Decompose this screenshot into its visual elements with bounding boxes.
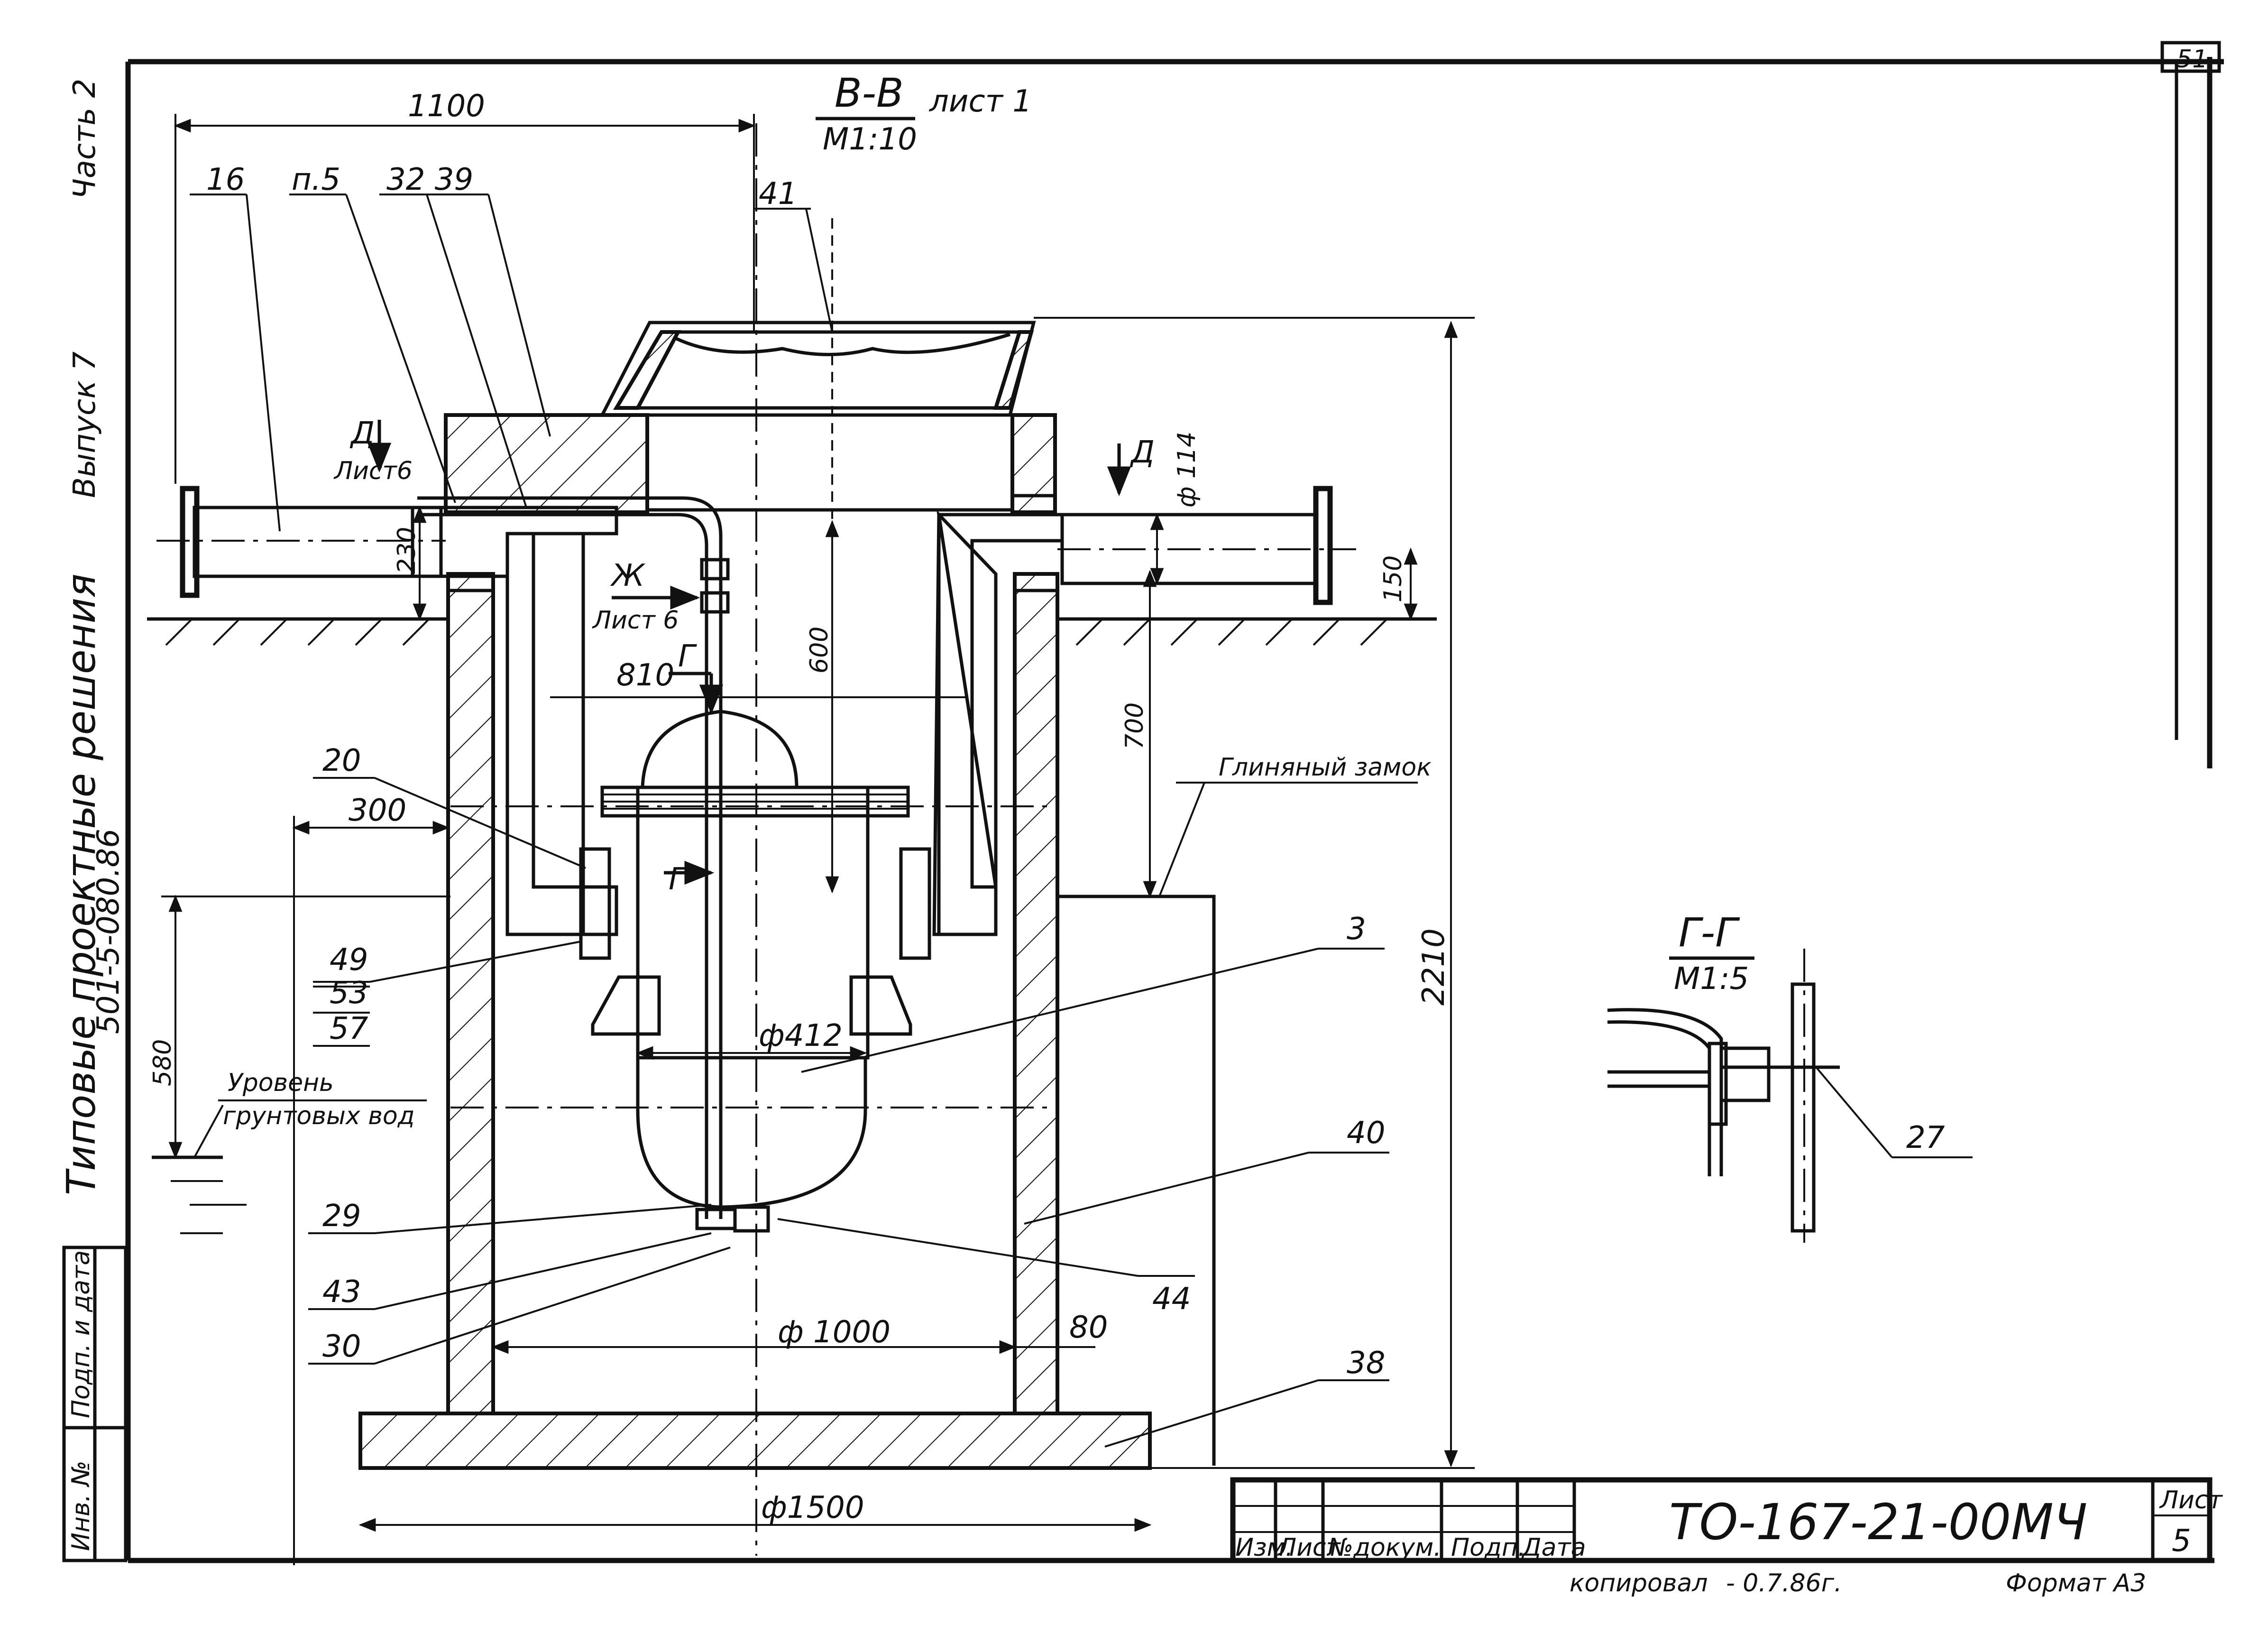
margin-issue: Выпуск 7 (67, 351, 102, 498)
dimension-lines (161, 114, 1475, 1565)
note-clay-lock: Глиняный замок (1219, 753, 1432, 782)
dim-412: ф412 (759, 1018, 843, 1053)
stamp-sign-date: Подп. и дата (67, 1250, 95, 1418)
callout-49: 49 (330, 942, 368, 978)
manhole-cover (599, 321, 1036, 417)
corner-sheet-number: 51 (2176, 45, 2208, 74)
tb-col-doc: №докум. (1326, 1533, 1442, 1562)
view-sheet-ref: лист 1 (928, 84, 1032, 119)
callout-38: 38 (1347, 1346, 1385, 1381)
dim-1100: 1100 (408, 89, 485, 124)
note-groundwater-1: Уровень (228, 1069, 334, 1097)
dimension-texts: 1100 230 ф 114 150 600 810 700 300 2210 … (148, 89, 1451, 1525)
dim-1500: ф1500 (761, 1490, 864, 1525)
detail-g-g: Г-Г М1:5 27 (1607, 909, 1973, 1243)
leader-lines (190, 194, 1418, 1448)
dim-300: 300 (349, 793, 406, 828)
callout-53: 53 (330, 976, 368, 1011)
dim-700: 700 (1120, 702, 1149, 749)
callout-labels: 16 п.5 32 39 41 20 49 53 57 3 40 29 43 3… (206, 162, 1385, 1381)
tb-format: Формат А3 (2006, 1569, 2146, 1597)
callout-p5: п.5 (292, 162, 340, 197)
duct-left (411, 506, 618, 936)
section-g-top: Г (678, 639, 697, 674)
dim-150: 150 (1379, 555, 1407, 602)
tb-col-date: Дата (1521, 1533, 1586, 1562)
callout-32-39: 32 39 (386, 162, 473, 197)
section-zh: Ж (610, 558, 646, 593)
tb-sheet-label: Лист (2159, 1486, 2223, 1514)
section-d-left-sheet: Лист6 (333, 457, 413, 485)
section-zh-sheet: Лист 6 (592, 606, 679, 635)
dim-600: 600 (805, 627, 834, 674)
view-section-label: В-В (835, 70, 904, 116)
callout-44: 44 (1152, 1282, 1191, 1317)
tb-doc-code: ТО-167-21-00МЧ (1669, 1493, 2087, 1551)
margin-part: Часть 2 (67, 79, 102, 199)
side-margin: Часть 2 Выпуск 7 Типовые проектные решен… (58, 79, 126, 1195)
margin-code: 501-5-080.86 (91, 829, 126, 1034)
callout-20: 20 (322, 743, 361, 778)
pipe-right (1057, 486, 1356, 605)
left-stamp: Подп. и дата Инв. № (62, 1246, 128, 1562)
center-axis (450, 123, 1057, 1556)
dim-1000: ф 1000 (778, 1315, 891, 1350)
notes: Глиняный замок Уровень грунтовых вод (152, 753, 1432, 1234)
dim-810: 810 (616, 658, 674, 693)
vertical-tube (417, 496, 770, 1233)
stamp-inv-no: Инв. № (67, 1460, 95, 1551)
detail-section-label: Г-Г (1679, 909, 1740, 956)
callout-41: 41 (759, 176, 797, 212)
pipe-left (156, 486, 446, 598)
tb-copied: копировал (1570, 1569, 1708, 1597)
tb-col-izm: Изм. (1235, 1533, 1293, 1562)
margin-series: Типовые проектные решения (58, 573, 104, 1195)
tb-col-sign: Подп. (1451, 1533, 1525, 1562)
callout-43: 43 (322, 1274, 361, 1310)
callout-3: 3 (1347, 912, 1366, 947)
section-g-bottom: Г (669, 862, 688, 897)
dim-2210: 2210 (1416, 928, 1451, 1006)
callout-30: 30 (322, 1329, 361, 1364)
callout-27: 27 (1906, 1120, 1945, 1155)
dim-230: 230 (393, 527, 421, 574)
section-d-left: Д (349, 416, 375, 451)
filter-vessel (579, 710, 931, 1209)
ground-level (147, 617, 1437, 646)
tb-sheet-number: 5 (2172, 1523, 2191, 1559)
callout-16: 16 (206, 162, 245, 197)
dim-114: ф 114 (1173, 432, 1201, 508)
callout-57: 57 (330, 1011, 368, 1046)
dim-580: 580 (148, 1039, 177, 1086)
sheet-frame (125, 41, 2224, 1563)
clay-lock (1055, 895, 1216, 1466)
view-scale: М1:10 (823, 122, 917, 157)
dim-80: 80 (1069, 1310, 1108, 1345)
callout-40: 40 (1347, 1116, 1385, 1151)
title-block: Изм. Лист №докум. Подп. Дата ТО-167-21-0… (1230, 1477, 2223, 1597)
detail-scale: М1:5 (1674, 961, 1749, 997)
section-marks: Д Лист6 Д Ж Лист 6 Г Г (333, 416, 1155, 897)
well-structure (358, 413, 1152, 1470)
section-d-right: Д (1129, 435, 1155, 470)
tb-copied-date: - 0.7.86г. (1726, 1569, 1842, 1597)
note-groundwater-2: грунтовых вод (223, 1102, 415, 1130)
callout-29: 29 (322, 1199, 361, 1234)
view-title: В-В М1:10 лист 1 (816, 70, 1032, 157)
tb-col-list: Лист (1277, 1533, 1341, 1562)
